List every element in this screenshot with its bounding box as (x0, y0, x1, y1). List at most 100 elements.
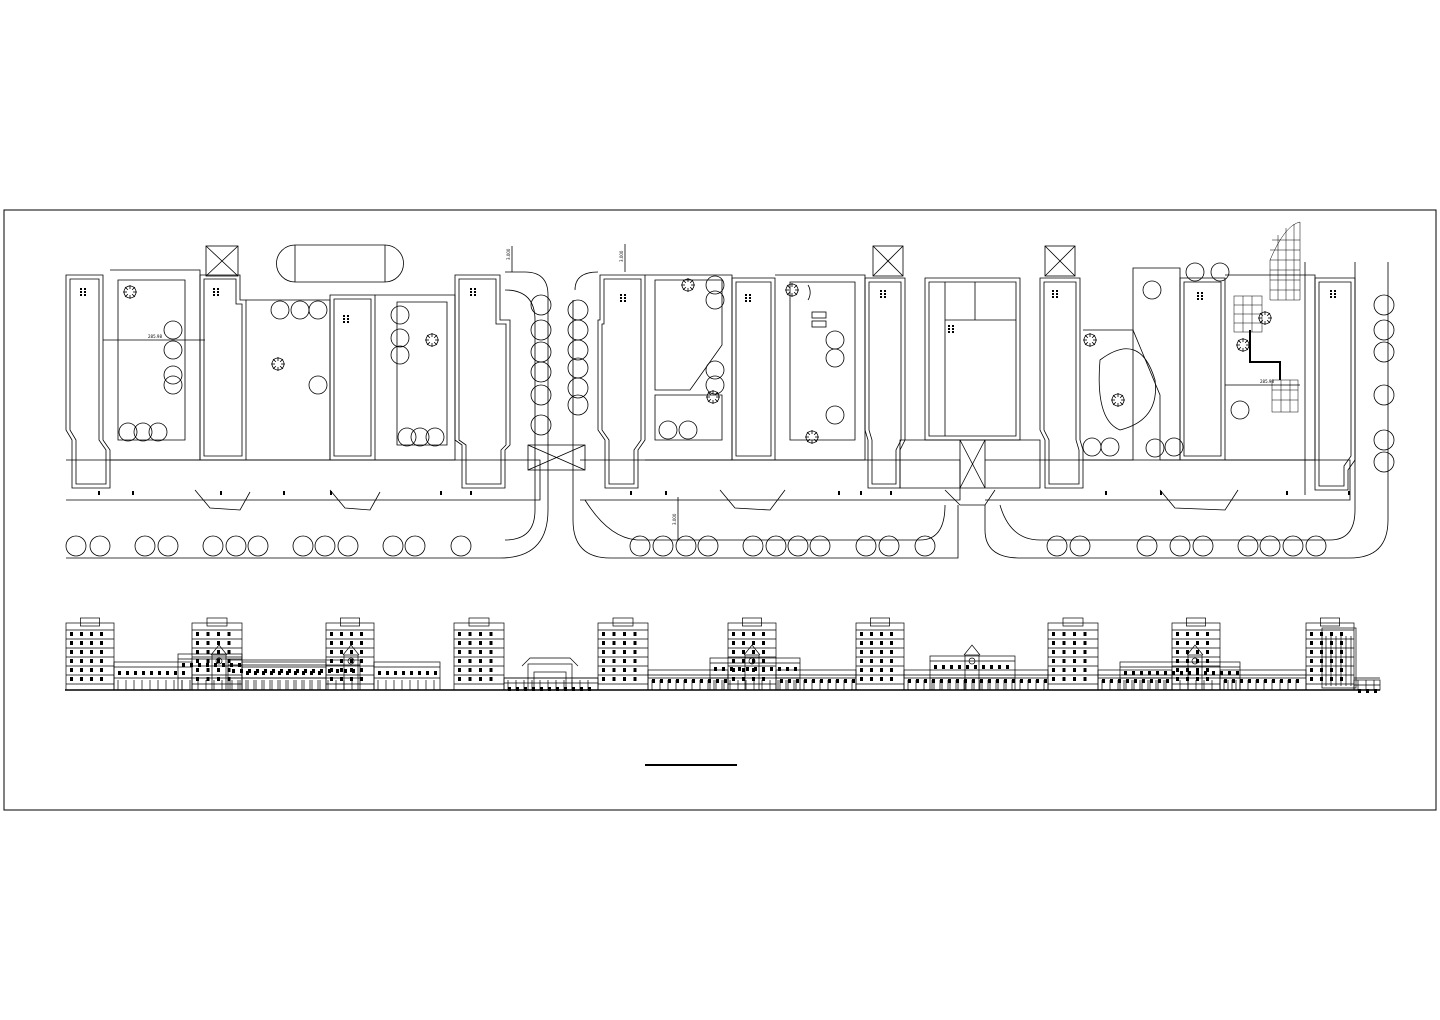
unit-marker (1197, 292, 1203, 300)
elevation-tower (1047, 617, 1099, 691)
arc-seat (807, 284, 811, 301)
street-tree (855, 535, 877, 557)
road-west-inner (504, 289, 536, 541)
building-09 (1039, 277, 1084, 489)
bay-2 (329, 489, 381, 511)
courtyard-5-inner (789, 281, 856, 441)
street-tree (404, 535, 426, 557)
clock-tower (1186, 644, 1204, 691)
courtyard-tree (397, 427, 417, 447)
clock-tower (963, 644, 981, 691)
roadside-tree (530, 361, 552, 383)
courtyard-tree (133, 422, 153, 442)
courtyard-tree (425, 427, 445, 447)
roadside-tree (567, 394, 589, 416)
roadside-tree (530, 414, 552, 436)
door-tick (98, 491, 100, 495)
street-elevation (65, 617, 1381, 693)
shrub (1258, 311, 1272, 325)
shrub (805, 430, 819, 444)
street-tree (787, 535, 809, 557)
elevation-tower (727, 617, 777, 691)
retail-strip-east (985, 459, 1351, 501)
street-tree (1069, 535, 1091, 557)
door-tick (1348, 491, 1350, 495)
door-tick (860, 491, 862, 495)
unit-marker (1330, 290, 1336, 298)
street-tree (809, 535, 831, 557)
courtyard-tree (390, 305, 410, 325)
courtyard-6-lawn (1098, 348, 1156, 431)
clock-tower (743, 644, 761, 691)
door-tick (283, 491, 285, 495)
street-tree (914, 535, 936, 557)
courtyard-tree (1142, 280, 1162, 300)
street-tree (337, 535, 359, 557)
street-tree (1259, 535, 1281, 557)
dimension-label-4: 3.000 (672, 513, 677, 525)
courtyard-tree (1230, 400, 1250, 420)
door-tick (890, 491, 892, 495)
unit-marker (470, 288, 476, 296)
bay-4 (944, 489, 996, 506)
entry-marker-3 (1044, 245, 1076, 277)
courtyard-tree (410, 427, 430, 447)
elevation-podium (775, 669, 857, 691)
street-tree (878, 535, 900, 557)
unit-marker (620, 294, 626, 302)
bay-1 (194, 489, 251, 511)
dimension-label-5: 285.98 (1260, 379, 1274, 384)
door-tick (1160, 491, 1162, 495)
street-tree (157, 535, 179, 557)
door-tick (665, 491, 667, 495)
road-middle (572, 300, 959, 559)
building-04 (454, 274, 511, 489)
courtyard-tree (390, 345, 410, 365)
shrub (681, 278, 695, 292)
door-tick (220, 491, 222, 495)
street-tree (1282, 535, 1304, 557)
courtyard-tree (270, 300, 290, 320)
shrub (785, 283, 799, 297)
retail-strip-west (66, 459, 541, 501)
street-tree (742, 535, 764, 557)
elevation-tower (1305, 617, 1355, 691)
elevation-tower (65, 617, 115, 691)
roadside-tree (567, 339, 589, 361)
unit-marker (1052, 290, 1058, 298)
street-tree (202, 535, 224, 557)
courtyard-tree (1185, 262, 1205, 282)
roadside-tree (1373, 294, 1395, 316)
door-tick (630, 491, 632, 495)
roadside-tree (1373, 429, 1395, 451)
road-middle-top (574, 271, 599, 291)
elevation-tower (325, 617, 375, 691)
dimension-label-3: 3.000 (619, 250, 624, 262)
courtyard-3-inner (396, 301, 448, 446)
door-tick (1286, 491, 1288, 495)
bench-2 (811, 320, 827, 328)
door-tick (470, 491, 472, 495)
unit-marker (880, 290, 886, 298)
dimension-ticks (511, 244, 679, 540)
street-tree (382, 535, 404, 557)
trees (65, 262, 1395, 557)
street-tree (134, 535, 156, 557)
gate-center (899, 439, 1041, 489)
unit-marker (343, 315, 349, 323)
unit-marker (745, 294, 751, 302)
shrub (1236, 338, 1250, 352)
courtyard-tree (148, 422, 168, 442)
elevation-tower (453, 617, 505, 691)
courtyard-tree (163, 320, 183, 340)
street-tree (247, 535, 269, 557)
street-tree (89, 535, 111, 557)
street-tree (629, 535, 651, 557)
street-tree (1046, 535, 1068, 557)
street-tree (1169, 535, 1191, 557)
courtyard-tree (308, 300, 328, 320)
elevation-tower (855, 617, 905, 691)
elevation-podium (113, 661, 193, 691)
entry-marker-2 (872, 245, 904, 277)
